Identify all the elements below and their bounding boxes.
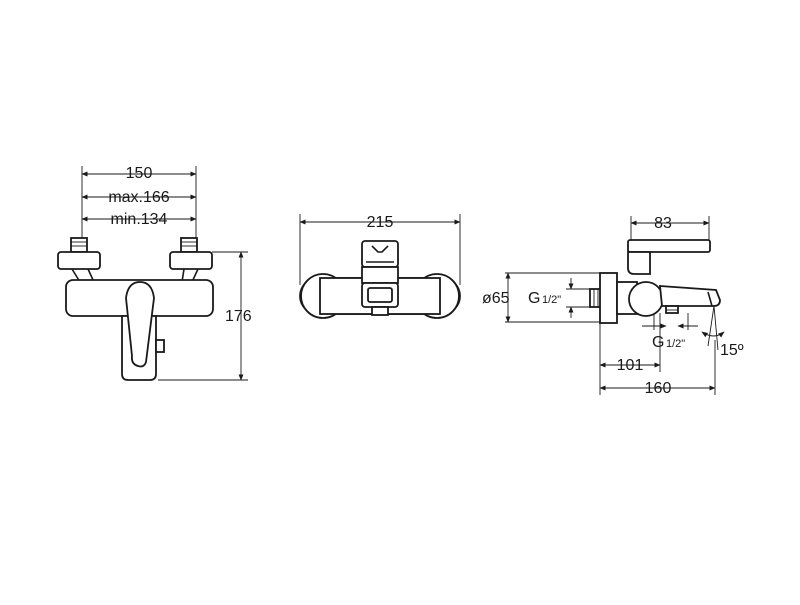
side-diameter-label: ø65 (482, 290, 510, 307)
lower-outlet (665, 305, 679, 314)
front-height-label: 176 (225, 308, 252, 325)
side-lever (627, 239, 711, 253)
wall-flange (599, 272, 618, 324)
front-min-label: min.134 (111, 211, 168, 228)
angle-line (707, 305, 715, 347)
rear-lever (361, 240, 399, 268)
outlet-thread-label: G (652, 334, 664, 351)
outlet-fraction-label: 1/2" (666, 338, 685, 350)
cartridge-column (361, 266, 399, 284)
left-inlet-connector (70, 237, 88, 253)
right-inlet-connector (180, 237, 198, 253)
lever-handle (125, 281, 155, 368)
side-depth-label: 101 (617, 357, 644, 374)
side-top-label: 83 (654, 215, 672, 232)
outlet-stub (371, 306, 389, 316)
front-width-label: 150 (126, 165, 153, 182)
angle-line (713, 305, 719, 351)
side-total-depth-label: 160 (645, 380, 672, 397)
right-nut (169, 251, 213, 270)
angle-arc (701, 331, 725, 338)
side-angle-label: 15º (720, 342, 744, 359)
diverter-knob (155, 339, 165, 353)
rear-width-label: 215 (367, 214, 394, 231)
diverter-window (367, 287, 393, 303)
side-body-drum (628, 281, 664, 317)
inlet-thread-label: G (528, 290, 540, 307)
left-nut (57, 251, 101, 270)
lever-stem (627, 251, 651, 275)
side-view: 83 ø65 G 1/2" G (482, 215, 744, 397)
front-max-label: max.166 (108, 189, 169, 206)
front-view: 150 max.166 min.134 176 (57, 165, 252, 381)
rear-view: 215 (299, 214, 461, 319)
inlet-fraction-label: 1/2" (542, 294, 561, 306)
